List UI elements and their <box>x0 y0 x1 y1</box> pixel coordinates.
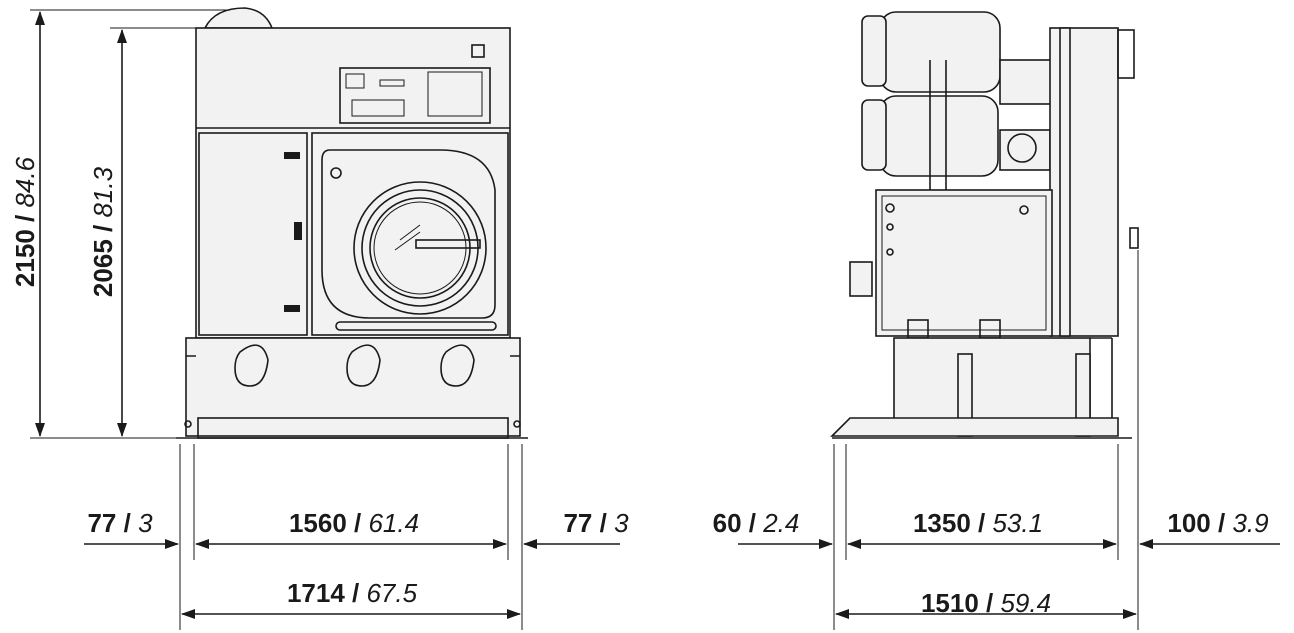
side-view-machine <box>830 11 1139 439</box>
dim-body-height-label: 2065 / 81.3 <box>88 166 118 297</box>
dim-front-left-label: 77 / 3 <box>87 508 153 538</box>
dim-front-right-label: 77 / 3 <box>563 508 629 538</box>
front-view-machine <box>176 7 528 439</box>
dim-front-overall-label: 1714 / 67.5 <box>287 578 418 608</box>
dim-side-overall-label: 1510 / 59.4 <box>921 588 1051 618</box>
dim-front-width-label: 1560 / 61.4 <box>289 508 419 538</box>
dimension-labels: 2150 / 84.6 2065 / 81.3 77 / 3 1560 / 61… <box>10 156 1269 618</box>
dim-side-left-label: 60 / 2.4 <box>713 508 800 538</box>
dim-side-width-label: 1350 / 53.1 <box>913 508 1043 538</box>
dim-side-right-label: 100 / 3.9 <box>1167 508 1268 538</box>
dimension-lines <box>30 9 1280 630</box>
dim-total-height-label: 2150 / 84.6 <box>10 156 40 287</box>
